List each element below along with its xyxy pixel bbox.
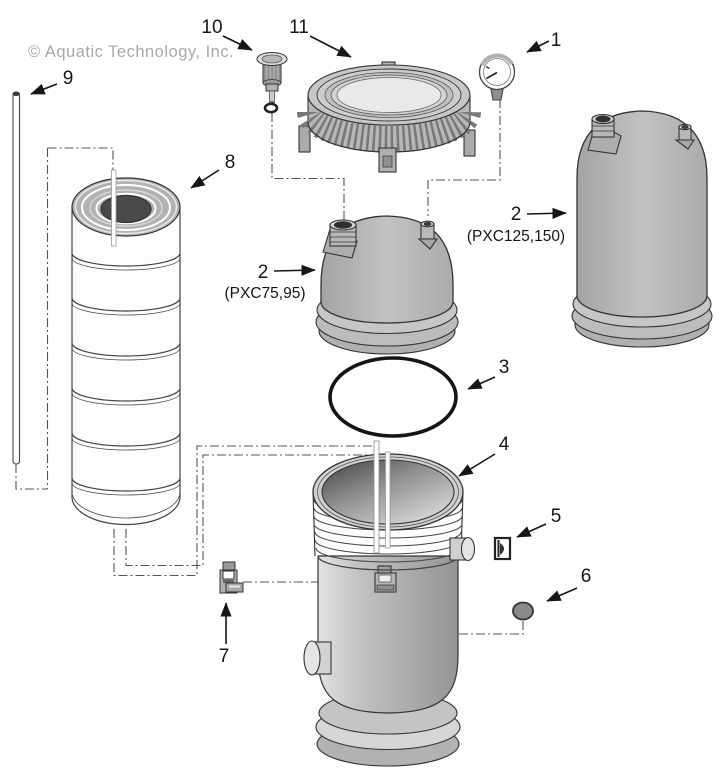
callout-5-label: 5 [551,506,562,527]
lid-relief-port [333,221,353,229]
filter-cartridge [71,169,181,526]
filter-lid-large [571,110,713,348]
internal-tube [385,451,391,549]
callout-10: 10 [201,17,253,51]
cartridge-center-rod [111,169,117,247]
callout-4: 4 [458,434,510,477]
filter-lid-small [315,215,459,355]
sight-glass [493,536,512,561]
callout-2b-label: 2 [511,204,522,225]
watermark: © Aquatic Technology, Inc. [28,43,234,61]
callout-11-label: 11 [289,17,309,38]
callout-5: 5 [516,506,562,538]
callout-6-label: 6 [581,566,592,587]
callouts: 1 2 (PXC75,95) 2 (PXC125,150) 3 4 5 6 [30,17,592,667]
callout-7-label: 7 [219,646,230,667]
callout-2a-variant: (PXC75,95) [225,285,306,302]
callout-3-label: 3 [499,357,510,378]
callout-1-label: 1 [551,30,562,51]
standpipe [12,91,21,465]
air-bleeder [219,561,244,594]
alignment-lines [15,99,524,635]
callout-6: 6 [546,566,592,602]
callout-10-label: 10 [201,17,222,38]
callout-1: 1 [526,30,562,53]
callout-2a-label: 2 [258,262,269,283]
lid-gauge-port [423,222,432,226]
callout-4-label: 4 [499,434,510,455]
callout-7: 7 [219,602,232,667]
callout-3: 3 [467,357,510,390]
drain-plug [512,601,534,621]
relief-valve [256,52,288,114]
tank-o-ring [328,356,458,438]
tank-front-fitting [374,565,397,593]
tank-right-port [449,536,476,562]
callout-9: 9 [30,68,74,95]
callout-2b-variant: (PXC125,150) [467,228,565,245]
callout-8: 8 [190,152,236,189]
callout-2-small: 2 (PXC75,95) [225,262,316,302]
callout-8-label: 8 [225,152,236,173]
lock-ring [297,61,481,173]
callout-9-label: 9 [63,68,74,89]
callout-2-large: 2 (PXC125,150) [467,204,567,245]
tank-body [303,440,476,767]
internal-tube [373,440,380,554]
callout-11: 11 [289,17,352,58]
relief-valve-o-ring [263,102,279,114]
pressure-gauge [478,53,516,101]
